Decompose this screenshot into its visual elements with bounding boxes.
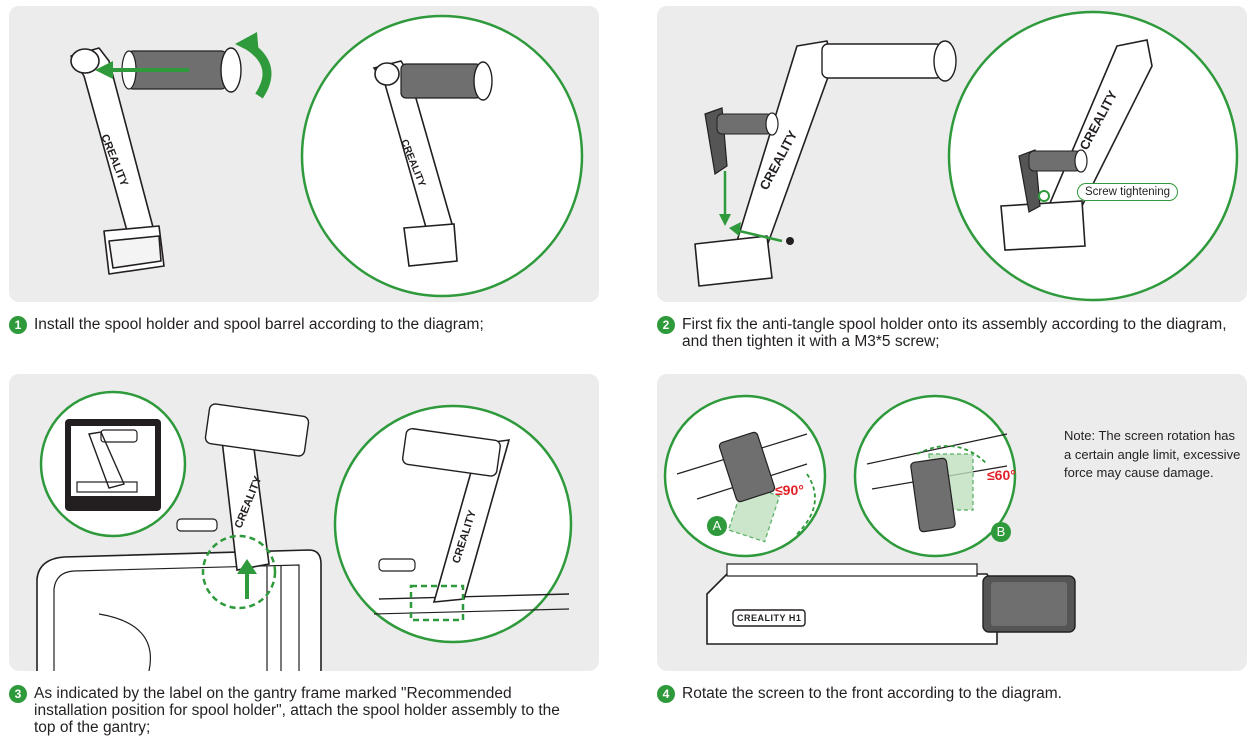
step-number-badge: 1 <box>9 316 27 334</box>
marker-b: B <box>991 522 1011 542</box>
angle-limit-a: ≤90° <box>775 482 804 498</box>
step-text: First fix the anti-tangle spool holder o… <box>682 316 1227 350</box>
step-text: Rotate the screen to the front according… <box>682 685 1062 702</box>
panel-step-1: CREALITY CREALITY <box>9 6 599 302</box>
step-number-badge: 3 <box>9 685 27 703</box>
step-number-badge: 2 <box>657 316 675 334</box>
panel-step-3: CREALITY CREALITY <box>9 374 599 671</box>
spool-holder-install-illustration: CREALITY CREALITY <box>70 14 584 298</box>
screen-rotation-note: Note: The screen rotation has a certain … <box>1064 428 1241 480</box>
screw-tightening-callout: Screw tightening <box>1077 183 1179 201</box>
printer-logo: CREALITY H1 <box>737 613 802 623</box>
screen-rotation-illustration <box>663 394 1076 645</box>
marker-a: A <box>707 516 727 536</box>
angle-limit-b: ≤60° <box>987 467 1016 483</box>
step-text: As indicated by the label on the gantry … <box>34 685 560 736</box>
step-text: Install the spool holder and spool barre… <box>34 316 484 333</box>
panel-step-2: CREALITY CREALITY Screw tightening <box>657 6 1247 302</box>
step-number-badge: 4 <box>657 685 675 703</box>
anti-tangle-holder-illustration: CREALITY CREALITY <box>694 10 1239 302</box>
panel-step-4: ≤90° ≤60° A B CREALITY H1 Note: The scre… <box>657 374 1247 671</box>
gantry-mount-illustration: CREALITY CREALITY <box>36 390 573 671</box>
